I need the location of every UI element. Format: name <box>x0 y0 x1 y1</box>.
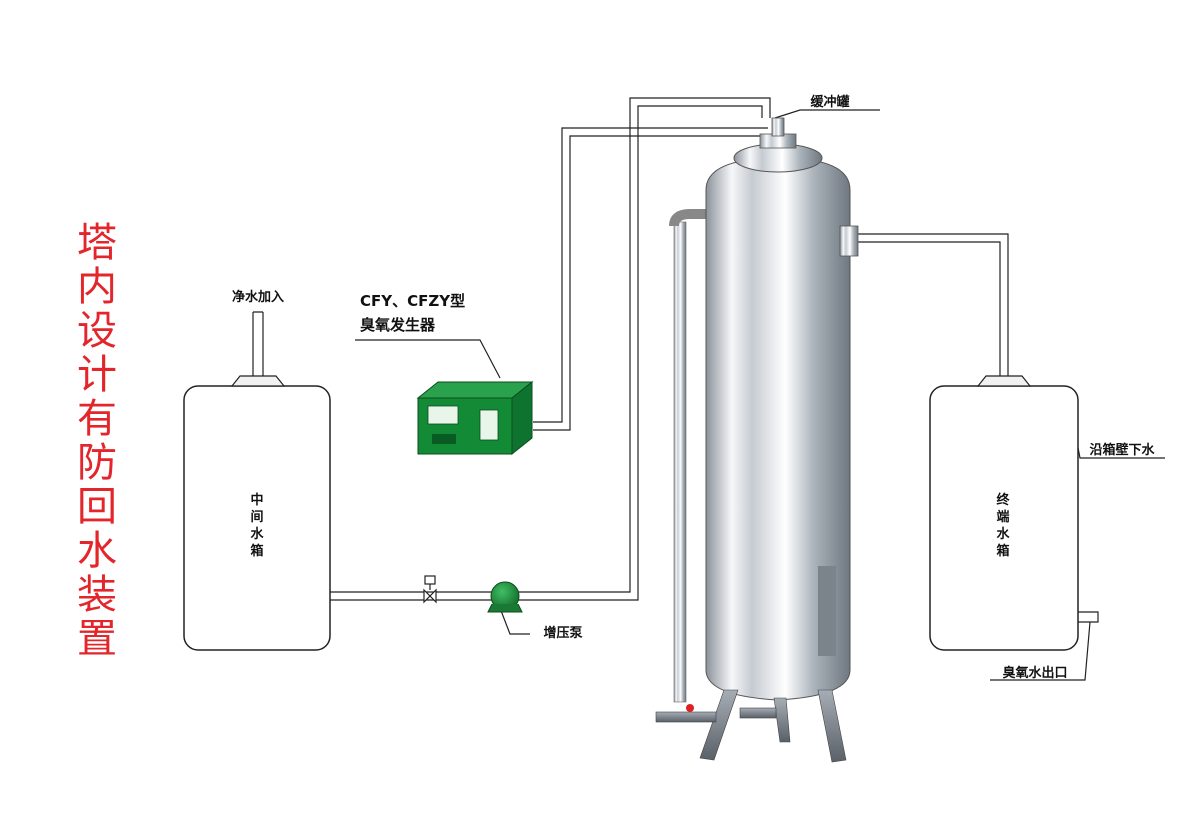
generator-label-line1: CFY、CFZY型 <box>360 292 465 310</box>
end-water-tank: 终 端 水 箱 <box>929 375 1079 651</box>
end-tank-char: 端 <box>996 509 1009 525</box>
leader-lines <box>355 109 1165 681</box>
middle-tank-char: 水 <box>250 526 264 542</box>
title-char: 装 <box>77 572 117 618</box>
pipe-clean-inlet <box>252 311 264 378</box>
down-wall-label: 沿箱壁下水 <box>1089 442 1155 458</box>
middle-tank-char: 箱 <box>250 543 263 559</box>
pipe-end-tank-outlet <box>1078 611 1099 623</box>
clean-water-in-label: 净水加入 <box>232 289 284 305</box>
booster-pump <box>487 581 523 613</box>
title-char: 防 <box>77 440 117 486</box>
title-char: 有 <box>77 396 117 442</box>
leader-outlet <box>990 621 1091 681</box>
vertical-title: 塔 内 设 计 有 防 回 水 装 置 <box>77 220 117 662</box>
pipes <box>252 97 1099 623</box>
pipe-generator-to-top <box>533 127 768 423</box>
title-char: 设 <box>77 308 117 354</box>
end-tank-char: 水 <box>996 526 1010 542</box>
end-tank-char: 终 <box>996 492 1010 508</box>
ozone-outlet-label: 臭氧水出口 <box>1002 665 1067 681</box>
stainless-column <box>655 117 859 763</box>
leader-generator <box>355 339 501 379</box>
title-char: 内 <box>77 264 117 310</box>
title-char: 塔 <box>77 220 117 266</box>
pipe-generator-to-top-inner <box>533 135 768 431</box>
end-tank-char: 箱 <box>996 543 1009 559</box>
title-char: 置 <box>77 616 117 662</box>
leader-pump <box>499 607 530 635</box>
valve <box>423 575 437 604</box>
buffer-tank-label: 缓冲罐 <box>810 94 849 110</box>
generator-label-line2: 臭氧发生器 <box>360 316 436 334</box>
title-char: 水 <box>77 528 117 574</box>
booster-pump-label: 增压泵 <box>543 625 582 641</box>
middle-tank-char: 中 <box>250 492 263 508</box>
pipe-column-to-end-tank <box>858 233 1009 378</box>
title-char: 回 <box>77 484 117 530</box>
ozone-generator <box>416 380 534 456</box>
pipe-tank-to-column <box>330 97 771 593</box>
pipe-tank-to-column-inner <box>330 105 763 601</box>
middle-tank-char: 间 <box>250 509 263 525</box>
middle-water-tank: 中 间 水 箱 <box>183 375 331 651</box>
leader-buffer <box>774 109 880 119</box>
pipe-column-to-end-tank-inner <box>858 241 1001 378</box>
title-char: 计 <box>77 352 117 398</box>
